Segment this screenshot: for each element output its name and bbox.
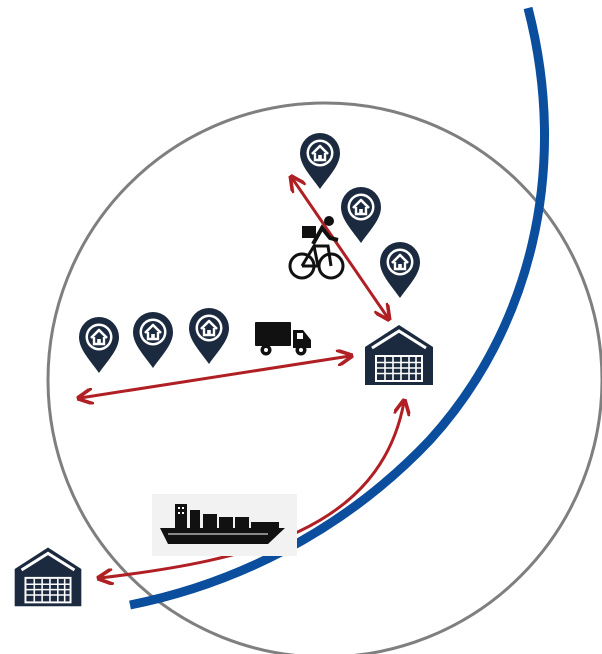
home-pin-icon <box>339 185 383 245</box>
home-pin-icon <box>187 306 231 366</box>
truck-route-arrow <box>80 356 350 398</box>
home-pin-icon <box>131 310 175 370</box>
home-pin-icon <box>378 240 422 300</box>
warehouse-icon <box>13 546 83 608</box>
home-pin-icon <box>77 315 121 375</box>
home-pin-icon <box>298 131 342 191</box>
bicycle-route-arrow <box>292 178 388 318</box>
shipping-route-arrow <box>100 402 404 578</box>
delivery-truck-icon <box>255 322 311 356</box>
container-ship-icon <box>152 494 297 556</box>
cyclist-courier-icon <box>288 216 345 280</box>
service-area-circle <box>46 101 602 654</box>
warehouse-icon <box>363 323 435 387</box>
